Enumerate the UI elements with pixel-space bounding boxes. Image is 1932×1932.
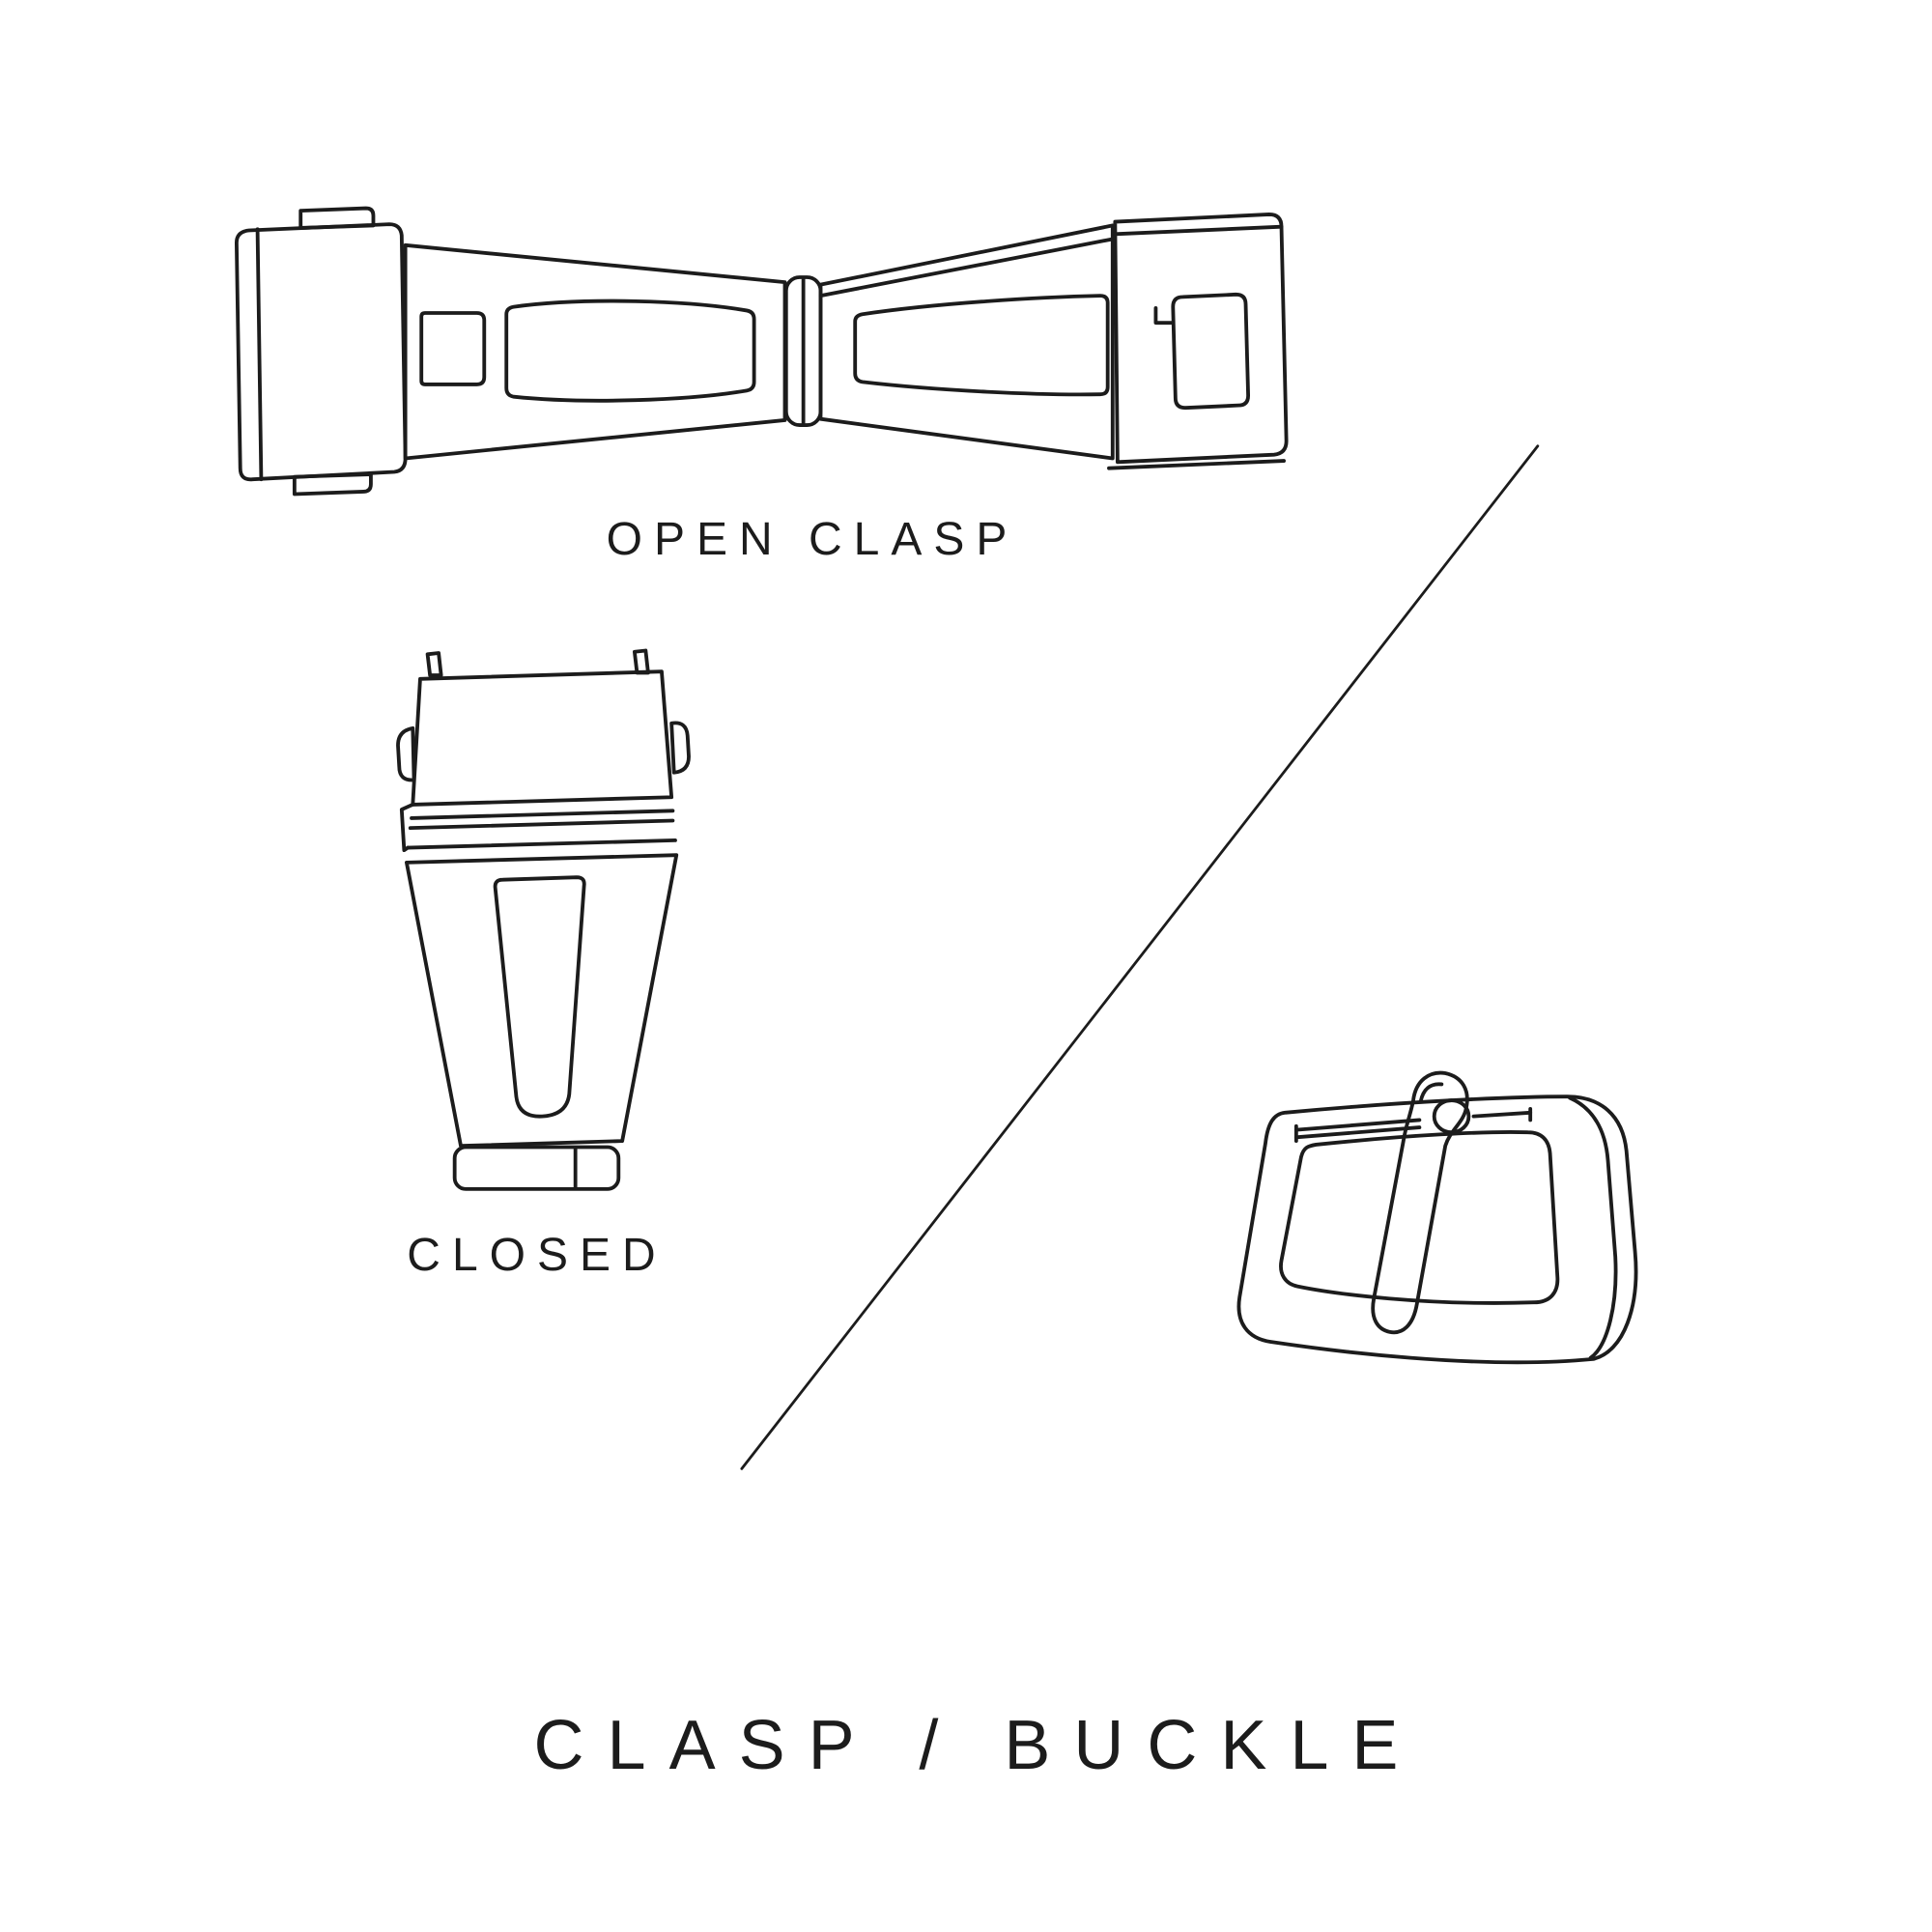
page-title: CLASP / BUCKLE <box>533 1707 1422 1784</box>
closed-clasp-illustration <box>396 648 691 1191</box>
open-clasp-caption: OPEN CLASP <box>606 514 1019 565</box>
closed-caption: CLOSED <box>407 1230 668 1281</box>
buckle-illustration <box>1236 1070 1638 1365</box>
divider-line <box>740 444 1540 1470</box>
open-clasp-illustration <box>234 206 1289 497</box>
